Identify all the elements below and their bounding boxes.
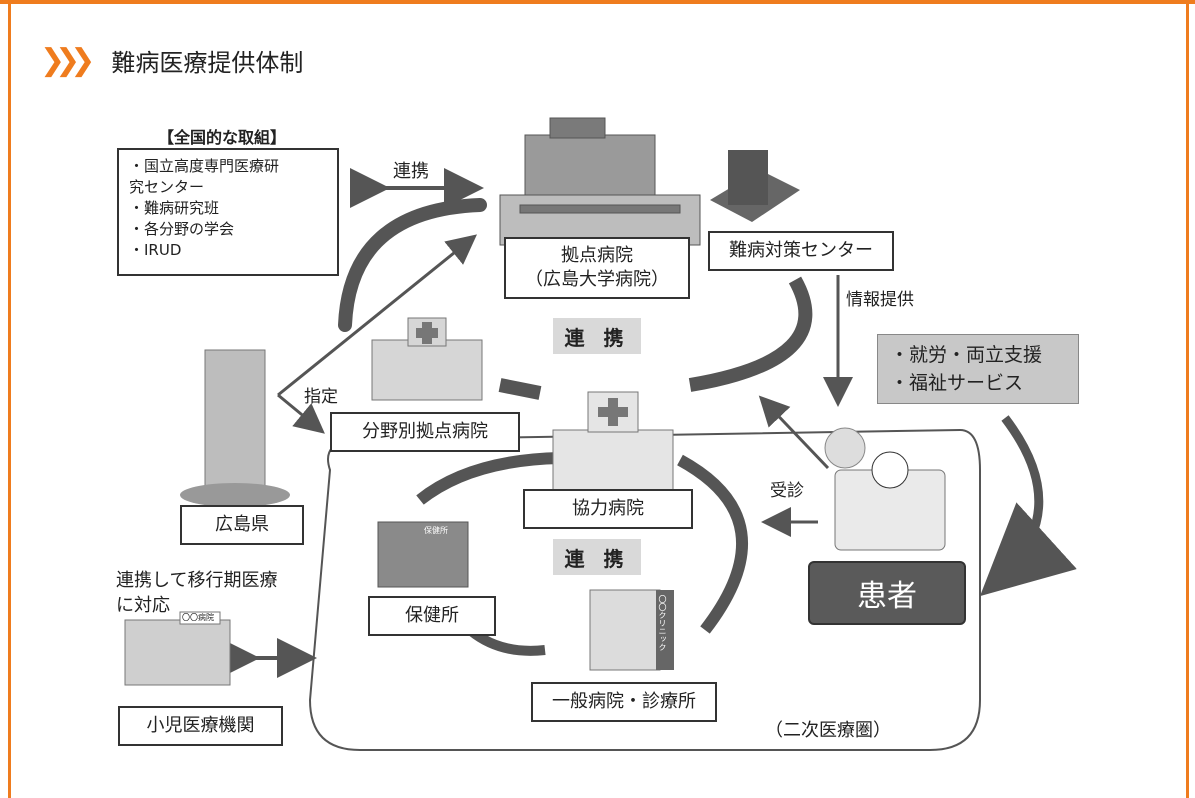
page-title: ❯❯❯ 難病医療提供体制 [40,40,303,80]
hokenjo-label: 保健所 [405,604,459,626]
kyoten-sub-label: （広島大学病院） [525,269,669,290]
frame-right-line [1186,0,1189,798]
center-building-illustration [710,150,800,222]
kanja-box: 患者 [808,561,966,625]
kyoten-label: 拠点病院 [561,244,633,266]
kyoten-building-illustration [499,117,701,246]
renkei-mid-label: 連 携 [553,318,641,354]
kyoten-hospital-box: 拠点病院 （広島大学病院） [504,237,690,299]
shoni-building-illustration [124,611,231,686]
support-box: ・就労・両立支援 ・福祉サービス [877,334,1079,404]
national-box: ・国立高度専門医療研 究センター ・難病研究班 ・各分野の学会 ・IRUD [117,148,339,276]
arrow-support [980,415,1077,597]
bunya-label: 分野別拠点病院 [362,420,488,442]
national-item: ・IRUD [129,241,182,259]
bunya-building-illustration [371,317,483,401]
national-item: 究センター [129,178,205,196]
clinic-sign: 〇〇クリニック [658,595,667,651]
niji-label: （二次医療圏） [765,720,891,741]
national-item: ・国立高度専門医療研 [129,157,280,175]
frame-left-line [8,0,11,798]
nanbyo-center-label: 難病対策センター [729,239,873,261]
ippan-label: 一般病院・診療所 [552,690,696,712]
page-title-text: 難病医療提供体制 [111,48,304,77]
jushin-label: 受診 [770,481,804,501]
hokenjo-sign: 保健所 [424,526,448,535]
national-heading: 【全国的な取組】 [158,128,287,147]
hokenjo-building-illustration [377,521,469,588]
clinic-building-illustration [589,589,674,671]
hiroshima-box: 広島県 [180,505,304,545]
hiroshima-building-illustration [180,349,290,507]
national-item: ・各分野の学会 [129,220,235,238]
ippan-box: 一般病院・診療所 [531,682,717,722]
hokenjo-box: 保健所 [368,596,496,636]
kyoryoku-label: 協力病院 [572,497,644,519]
arrow-diag [277,234,478,397]
arrow-shitei [277,393,325,434]
patient-illustration [824,427,946,551]
nanbyo-center-box: 難病対策センター [708,231,894,271]
kyoryoku-building-illustration [552,391,674,496]
shitei-label: 指定 [304,387,338,407]
arc-lower-left [416,452,561,505]
ikoki-text: 連携して移行期医療 に対応 [116,568,277,618]
hiroshima-label: 広島県 [215,513,269,535]
kyoryoku-hospital-box: 協力病院 [523,489,693,529]
ikoki-line: に対応 [116,595,170,616]
arrow-jushin1 [758,395,830,470]
arc-right [688,276,813,392]
bar-bunya [498,378,542,400]
hospital-sign: 〇〇病院 [182,613,214,622]
national-item: ・難病研究班 [129,199,220,217]
shoni-box: 小児医療機関 [118,706,283,746]
renkei-low-label: 連 携 [553,539,641,575]
support-item: ・就労・両立支援 [890,344,1043,366]
frame-top-line [0,0,1195,4]
renkei-top-label: 連携 [393,161,429,182]
joho-label: 情報提供 [846,290,914,310]
kanja-label: 患者 [857,579,917,614]
arc-left [338,198,487,332]
arc-lower-right [677,454,749,634]
shoni-label: 小児医療機関 [146,714,255,736]
support-item: ・福祉サービス [890,372,1024,394]
ikoki-line: 連携して移行期医療 [116,570,278,591]
bunya-hospital-box: 分野別拠点病院 [330,412,520,452]
